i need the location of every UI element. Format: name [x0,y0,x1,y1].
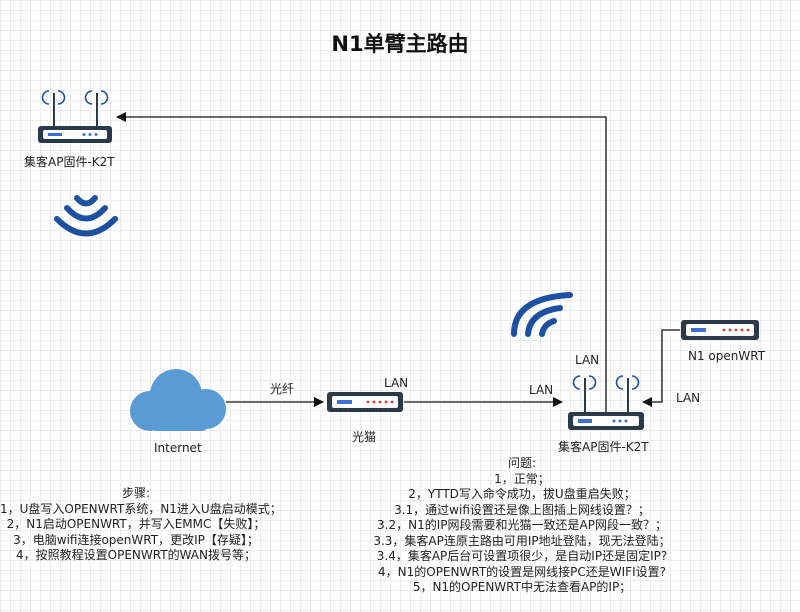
edge-label-lan-modem: LAN [384,376,409,390]
modem-icon [327,392,403,412]
question-item: 4，N1的OPENWRT的设置是网线接PC还是WIFI设置? [378,564,666,579]
questions-heading: 问题: [507,456,537,470]
internet-label: Internet [154,441,202,455]
question-item: 5，N1的OPENWRT中无法查看AP的IP； [412,580,632,594]
questions-block: 问题: 1，正常； 2，YTTD写入命令成功，拔U盘重启失败； 3.1，通过wi… [362,456,682,596]
cloud-icon [130,369,226,431]
edge-label-lan-ap-up: LAN [575,353,600,367]
n1-device-icon [681,320,759,340]
step-item: 1，U盘写入OPENWRT系统，N1进入U盘启动模式； [0,501,282,516]
diagram-title: N1单臂主路由 [331,32,469,56]
ap-main-label: 集客AP固件-K2T [558,440,649,454]
n1-label: N1 openWRT [688,349,766,363]
modem-label: 光猫 [352,430,377,444]
ap-top-label: 集客AP固件-K2T [24,155,115,169]
question-item: 3.3，集客AP连原主路由可用IP地址登陆，现无法登陆； [373,533,671,548]
question-item: 1，正常； [494,471,550,486]
step-item: 2，N1启动OPENWRT，并写入EMMC【失败】； [6,517,266,531]
step-item: 3，电脑wifi连接openWRT，更改IP【存疑】； [13,532,259,547]
question-item: 2，YTTD写入命令成功，拔U盘重启失败； [408,487,636,501]
edge-n1-to-ap [642,329,680,407]
edge-ap-to-top-ap [116,112,607,414]
ap-main-icon [568,375,644,430]
question-item: 3.4，集客AP后台可设置项很少，是自动IP还是固定IP? [376,549,668,563]
ap-top-icon [38,90,112,143]
edge-label-lan-ap-in: LAN [529,383,554,397]
wifi-signal-icon [54,195,118,237]
question-item: 3.2，N1的IP网段需要和光猫一致还是AP网段一致？； [377,518,667,532]
step-item: 4，按照教程设置OPENWRT的WAN拨号等； [16,548,256,562]
steps-block: 步骤: 1，U盘写入OPENWRT系统，N1进入U盘启动模式； 2，N1启动OP… [0,486,282,564]
steps-heading: 步骤: [121,486,151,500]
question-item: 3.1，通过wifi设置还是像上图插上网线设置？； [394,502,650,517]
edge-label-fiber: 光纤 [270,382,295,396]
edge-label-lan-n1: LAN [676,391,701,405]
wifi-signal-icon [511,292,573,337]
